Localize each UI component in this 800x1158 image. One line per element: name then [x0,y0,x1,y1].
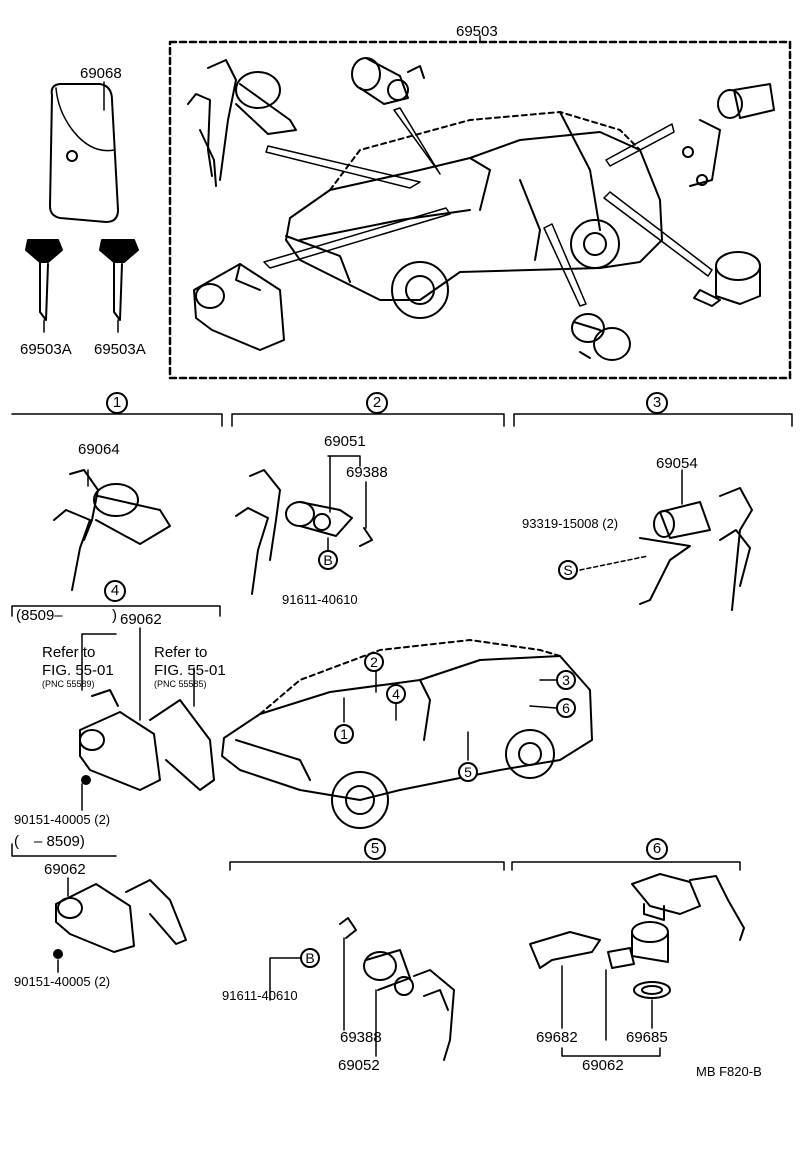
back-door-lock-6 [529,873,745,1057]
back-door-lock-top [693,251,761,307]
car-callout-3: 3 [556,670,576,690]
rear-lock-3 [579,469,753,611]
section-marker-6: 6 [646,838,668,860]
section4-range-after: (8509– [16,607,63,624]
key-label-2: 69503A [94,341,146,358]
section2-bolt-mark: B [318,550,338,570]
section-marker-1: 1 [106,392,128,414]
ignition-lock-top [187,59,297,187]
section4-bolt: 90151-40005 (2) [14,812,111,827]
section5-part-b: 69052 [338,1057,380,1074]
section6-part-a: 69682 [536,1029,578,1046]
key-label-1: 69503A [20,341,72,358]
section-marker-5: 5 [364,838,386,860]
rear-lock-top-drawing [682,83,775,187]
ignition-lock-1 [53,469,171,591]
section5-part-a: 69388 [340,1029,382,1046]
key-case-label: 69068 [80,65,122,82]
section2-bolt: 91611-40610 [282,592,358,607]
top-car-drawing [285,111,663,319]
car-callout-1: 1 [334,724,354,744]
section4-range-before: ( – 8509) [14,833,85,850]
middle-car-drawing [221,639,593,829]
section3-screw-mark: S [558,560,578,580]
door-lock-bottom-drawing [571,313,631,361]
door-lock-5 [269,917,455,1061]
refer-b-line2: FIG. 55-01 [154,662,226,679]
section6-part-b: 69685 [626,1029,668,1046]
section4-part-lower: 69062 [44,861,86,878]
valet-key-drawing [99,239,139,333]
car-callout-4: 4 [386,684,406,704]
section-marker-2: 2 [366,392,388,414]
section4-range-close: ) [112,607,117,624]
pointer-arrows-top [263,107,713,307]
section2-part-a: 69051 [324,433,366,450]
key-case-drawing [49,81,119,223]
car-callout-2: 2 [364,652,384,672]
refer-b-pnc: (PNC 55585) [154,679,207,689]
section3-screw: 93319-15008 (2) [522,516,619,531]
refer-a-pnc: (PNC 55589) [42,679,95,689]
refer-a-line1: Refer to [42,644,96,661]
car-callout-5: 5 [458,762,478,782]
section2-part-b: 69388 [346,464,388,481]
door-lock-2 [235,455,373,595]
glove-box-lock-4a [79,627,215,811]
refer-b-line1: Refer to [154,644,208,661]
section3-part: 69054 [656,455,698,472]
glove-box-lock-top [193,263,285,351]
master-key-drawing [25,239,63,333]
section4-part: 69062 [120,611,162,628]
section6-group: 69062 [582,1057,624,1074]
car-callout-6: 6 [556,698,576,718]
section5-bolt: 91611-40610 [222,988,298,1003]
section-marker-4: 4 [104,580,126,602]
section-marker-3: 3 [646,392,668,414]
section5-bolt-mark: B [300,948,320,968]
section4-bolt-lower: 90151-40005 (2) [14,974,111,989]
glove-box-lock-4b [53,877,187,973]
section1-part: 69064 [78,441,120,458]
door-lock-top-drawing [351,57,425,105]
refer-a-line2: FIG. 55-01 [42,662,114,679]
top-group-label: 69503 [456,23,498,40]
footer-code: MB F820-B [696,1064,762,1079]
